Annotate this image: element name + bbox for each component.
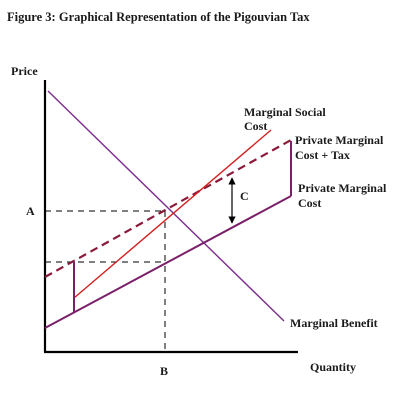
tax-gap-label: C (240, 189, 249, 203)
marginal-benefit-curve (47, 90, 285, 322)
private-marginal-cost-curve (44, 195, 292, 329)
pmc-tax-label-line1: Private Marginal (295, 133, 384, 147)
msc-label-line1: Marginal Social (244, 105, 326, 119)
mb-label: Marginal Benefit (290, 316, 378, 330)
price-mark-a: A (26, 204, 35, 218)
pmc-label-line1: Private Marginal (298, 181, 387, 195)
msc-label-line2: Cost (244, 119, 267, 133)
marginal-social-cost-curve (73, 129, 272, 299)
pmc-plus-tax-curve (44, 139, 292, 278)
pmc-tax-label-line2: Cost + Tax (295, 148, 350, 162)
figure-title: Figure 3: Graphical Representation of th… (7, 10, 310, 24)
x-axis-label: Quantity (310, 360, 356, 374)
pmc-label-line2: Cost (298, 196, 321, 210)
y-axis-label: Price (11, 64, 38, 78)
quantity-mark-b: B (160, 364, 168, 378)
